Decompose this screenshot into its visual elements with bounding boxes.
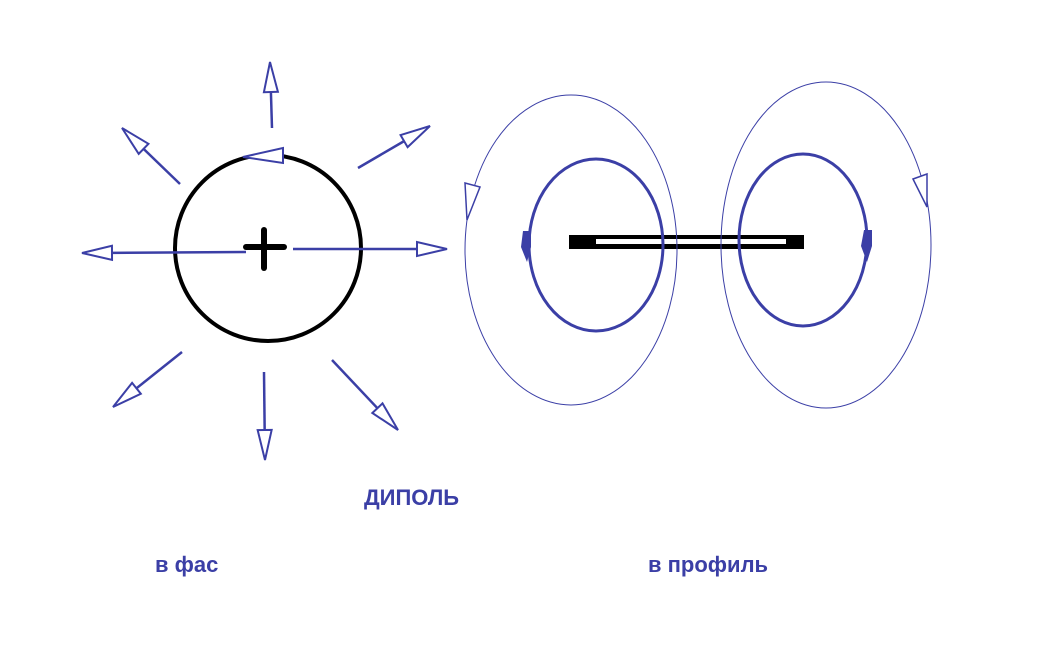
dipole-plate	[569, 235, 804, 249]
inner-right-arrowhead	[861, 230, 872, 262]
plus-sign	[243, 227, 287, 271]
diagram-title: ДИПОЛЬ	[364, 485, 460, 510]
profile-view-caption: в профиль	[648, 552, 769, 577]
profile-view	[464, 81, 932, 409]
front-view	[81, 61, 448, 461]
field-arrows	[81, 61, 448, 461]
field-arrow-3	[121, 127, 181, 185]
field-arrow-2	[357, 125, 431, 170]
outer-right-arrowhead	[911, 172, 928, 208]
field-arrow-6	[112, 351, 183, 408]
circle-top-arrowhead	[242, 146, 284, 165]
front-view-caption: в фас	[155, 552, 219, 577]
outer-loop-left	[464, 94, 678, 406]
outer-loop-right	[720, 81, 932, 409]
field-arrow-5	[293, 240, 448, 258]
field-arrow-7	[256, 371, 273, 461]
inner-left-arrowhead	[521, 231, 531, 262]
field-arrow-4	[81, 244, 247, 262]
outer-left-arrowhead	[464, 182, 482, 221]
field-arrow-1	[262, 61, 280, 129]
field-arrow-8	[331, 359, 399, 431]
